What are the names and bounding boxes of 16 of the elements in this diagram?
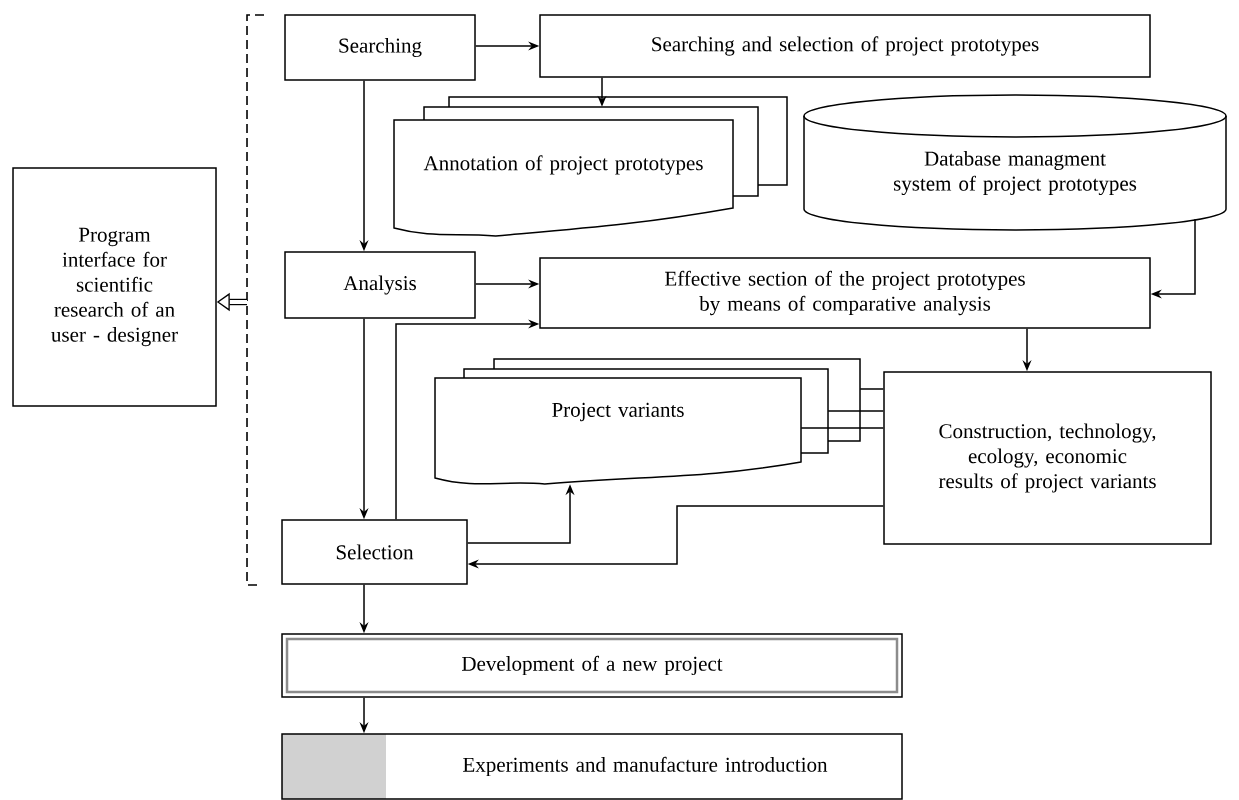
database-cylinder: Database managment system of project prototypes xyxy=(803,94,1227,231)
connector-line xyxy=(800,427,884,429)
document-stack: Project variants xyxy=(434,358,861,485)
process-box: Selection xyxy=(281,519,468,585)
connector-line xyxy=(827,410,884,412)
process-box: Effective section of the project prototypes by means of comparative analysis xyxy=(539,257,1151,329)
node-label: Database managment system of project prototypes xyxy=(893,150,1137,196)
process-box: Analysis xyxy=(284,251,476,319)
process-box: Construction, technology, ecology, economic results of project variants xyxy=(883,371,1212,545)
connector-line xyxy=(859,388,884,390)
process-box: Development of a new project xyxy=(281,633,903,698)
process-box: Searching and selection of project prototypes xyxy=(539,14,1151,78)
document-stack: Annotation of project prototypes xyxy=(393,96,788,237)
process-box: Program interface for scientific research of an user - designer xyxy=(12,167,217,407)
process-box: Experiments and manufacture introduction xyxy=(281,733,903,800)
process-box: Searching xyxy=(284,14,476,81)
